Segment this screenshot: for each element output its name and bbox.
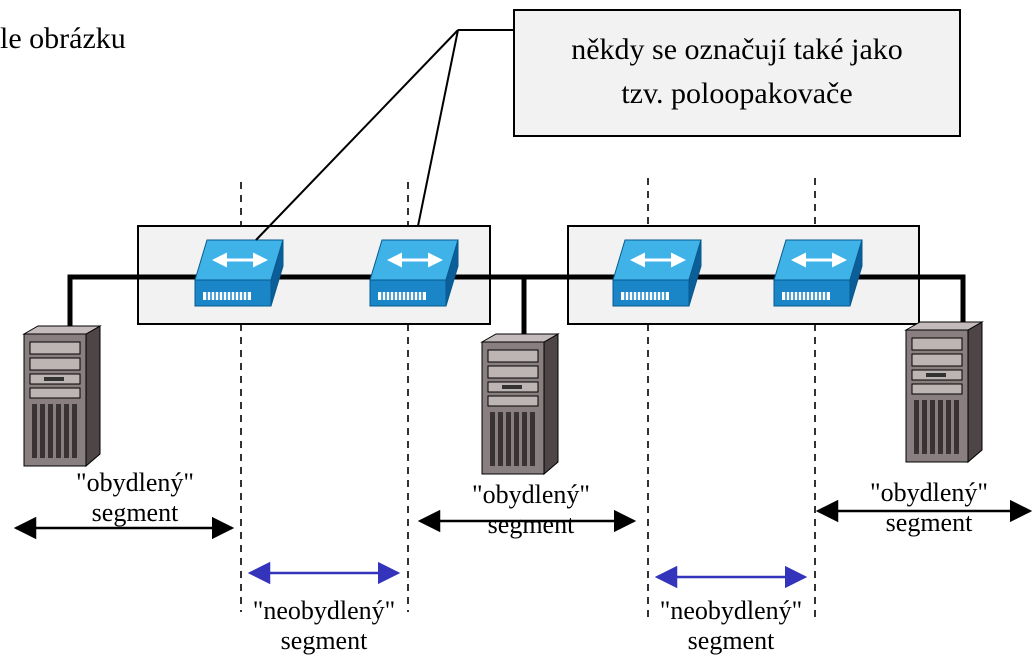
switch-icon: [370, 240, 458, 306]
segment-label-line-2: segment: [91, 498, 179, 527]
switch-icon: [774, 240, 862, 306]
segment-label-line-1: "obydlený": [472, 480, 590, 509]
segment-label-line-1: "neobydlený": [659, 596, 803, 625]
server-icon: [905, 321, 983, 463]
segment-label-line-1: "neobydlený": [252, 596, 396, 625]
segment-label-line-2: segment: [280, 626, 368, 655]
segment-label-right-occupied: "obydlený" segment: [844, 478, 1014, 538]
callout-line-1: někdy se označují také jako: [571, 33, 903, 66]
segment-label-line-2: segment: [885, 508, 973, 537]
callout-box: někdy se označují také jako tzv. poloopa…: [513, 9, 961, 137]
server-icon: [23, 325, 101, 467]
server-icon: [481, 333, 559, 475]
segment-label-left-unoccupied: "neobydlený" segment: [229, 596, 419, 656]
segment-label-line-1: "obydlený": [76, 468, 194, 497]
switch-icon: [195, 240, 283, 306]
callout-line-2: tzv. poloopakovače: [621, 77, 853, 110]
network-cable: [67, 274, 966, 330]
segment-label-right-unoccupied: "neobydlený" segment: [636, 596, 826, 656]
segment-label-line-2: segment: [487, 510, 575, 539]
corner-text: le obrázku: [0, 22, 126, 55]
callout-leader: [417, 29, 459, 227]
segment-label-line-2: segment: [687, 626, 775, 655]
switch-icon: [613, 240, 701, 306]
segment-label-line-1: "obydlený": [870, 478, 988, 507]
segment-label-left-occupied: "obydlený" segment: [50, 468, 220, 528]
segment-label-middle-occupied: "obydlený" segment: [446, 480, 616, 540]
callout-leader: [255, 29, 459, 241]
